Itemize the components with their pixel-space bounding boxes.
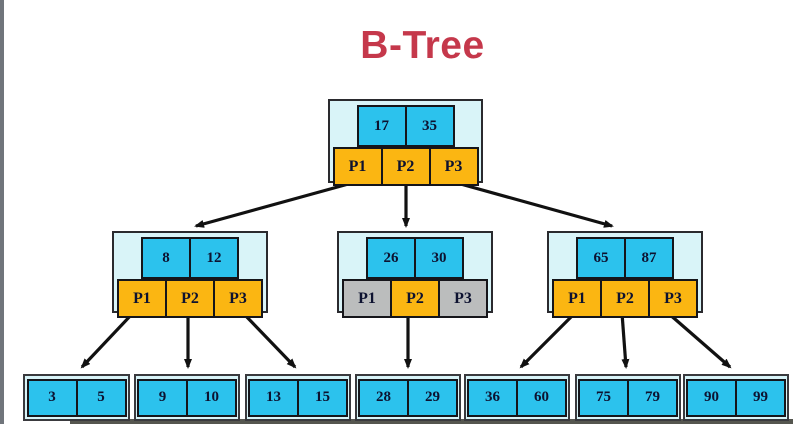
leaf-value-cell: 79 (627, 378, 678, 417)
internal-key-row: 65 87 (576, 237, 674, 279)
leaf-node-36-60: 36 60 (464, 374, 570, 421)
edge-internal1-p3 (241, 311, 297, 369)
root-key-cell: 17 (356, 105, 407, 147)
internal-pointer-p1: P1 (117, 279, 167, 318)
internal-pointer-p3: P3 (648, 279, 698, 318)
leaf-value-cell: 99 (735, 378, 786, 417)
internal-key-cell: 12 (189, 237, 239, 279)
root-pointer-p2: P2 (380, 147, 431, 186)
leaf-value-cell: 29 (407, 378, 458, 417)
bottom-edge-strip (70, 419, 793, 424)
leaf-value-cell: 9 (137, 378, 188, 417)
internal-key-cell: 26 (366, 237, 416, 279)
internal-key-row: 26 30 (366, 237, 464, 279)
internal-pointer-p1-inactive: P1 (342, 279, 392, 318)
leaf-node-3-5: 3 5 (23, 374, 130, 421)
internal-pointer-p2: P2 (390, 279, 440, 318)
root-pointer-row: P1 P2 P3 (332, 147, 479, 186)
internal-key-row: 8 12 (141, 237, 239, 279)
leaf-node-75-79: 75 79 (575, 374, 681, 421)
root-pointer-p3: P3 (428, 147, 479, 186)
leaf-value-cell: 10 (186, 378, 237, 417)
internal-pointer-row: P1 P2 P3 (117, 279, 263, 318)
leaf-node-13-15: 13 15 (245, 374, 351, 421)
leaf-value-cell: 5 (75, 378, 127, 417)
leaf-value-cell: 90 (686, 378, 737, 417)
root-key-cell: 35 (404, 105, 455, 147)
internal-pointer-p2: P2 (165, 279, 215, 318)
root-node: 17 35 P1 P2 P3 (328, 99, 483, 186)
leaf-node-9-10: 9 10 (134, 374, 240, 421)
leaf-node-28-29: 28 29 (355, 374, 461, 421)
left-edge-strip (0, 0, 4, 424)
edge-root-p3 (456, 181, 614, 228)
internal-node-65-87: 65 87 P1 P2 P3 (547, 231, 703, 318)
leaf-value-cell: 3 (26, 378, 78, 417)
root-key-row: 17 35 (356, 105, 455, 147)
internal-pointer-row: P1 P2 P3 (552, 279, 698, 318)
internal-pointer-p3: P3 (213, 279, 263, 318)
internal-pointer-p2: P2 (600, 279, 650, 318)
root-pointer-p1: P1 (332, 147, 383, 186)
leaf-value-cell: 28 (358, 378, 409, 417)
leaf-node-90-99: 90 99 (683, 374, 789, 421)
internal-key-cell: 8 (141, 237, 191, 279)
internal-key-cell: 87 (624, 237, 674, 279)
internal-node-26-30: 26 30 P1 P2 P3 (337, 231, 493, 318)
diagram-title: B-Tree (360, 24, 485, 67)
edge-internal3-p1 (519, 311, 577, 369)
internal-pointer-row: P1 P2 P3 (342, 279, 488, 318)
internal-pointer-p3-inactive: P3 (438, 279, 488, 318)
internal-key-cell: 30 (414, 237, 464, 279)
leaf-value-cell: 36 (467, 378, 518, 417)
leaf-value-cell: 15 (297, 378, 348, 417)
leaf-value-cell: 13 (248, 378, 299, 417)
edge-internal3-p2 (620, 312, 630, 369)
internal-node-8-12: 8 12 P1 P2 P3 (112, 231, 268, 318)
internal-pointer-p1: P1 (552, 279, 602, 318)
edge-root-p1 (194, 181, 353, 228)
edge-internal1-p1 (80, 311, 135, 369)
edge-internal3-p3 (666, 311, 732, 369)
internal-key-cell: 65 (576, 237, 626, 279)
leaf-value-cell: 75 (578, 378, 629, 417)
leaf-value-cell: 60 (516, 378, 567, 417)
